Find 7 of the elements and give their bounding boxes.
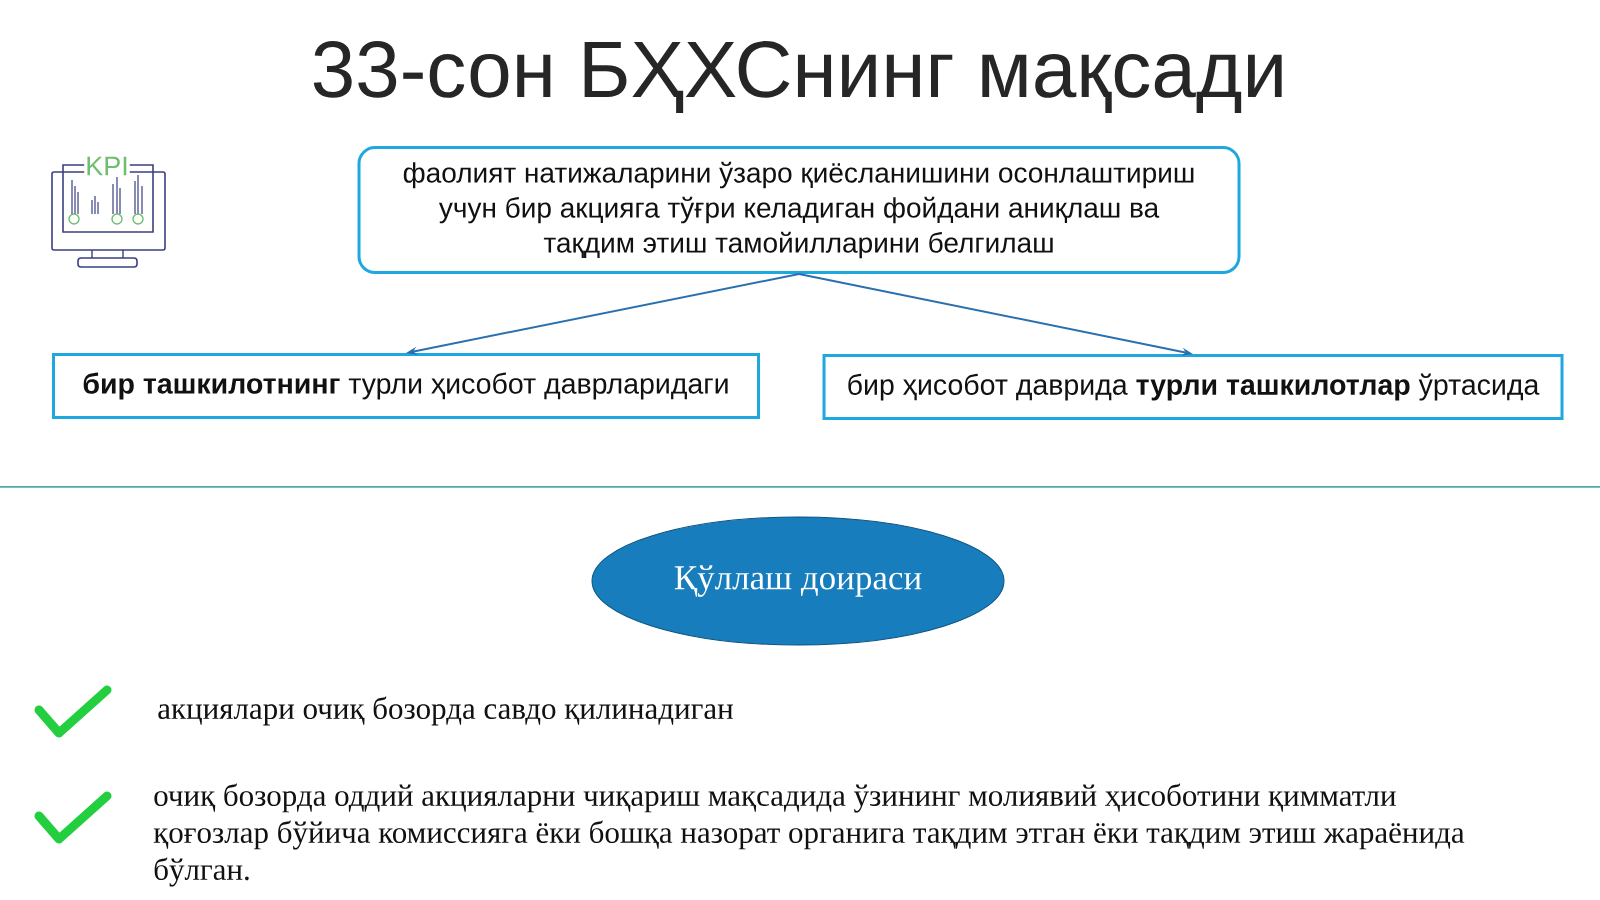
list-item-text: очиқ бозорда оддий акцияларни чиқариш мақсадида ўзининг молиявий ҳисоботини қимматли қоғозлар бўйича комиссияга ёки бошқа назорат органига тақдим этган ёки тақдим этиш жараёнида бўлган. xyxy=(153,783,1465,887)
list-item-text: акциялари очиқ бозорда савдо қилинадиган xyxy=(158,696,733,726)
rounded-box: фаолият натижаларини ўзаро қиёсланишини осонлаштириш учун бир акцияга тўғри келадиган фойдани аниқлаш ва тақдим этиш тамойилларини белгилаш xyxy=(357,146,1241,274)
title: 33-сон БҲХСнинг мақсади xyxy=(313,41,1282,113)
text-box: бир ҳисобот даврида турли ташкилотлар ўртасида xyxy=(822,354,1564,420)
text-box: бир ташкилотнинг турли ҳисобот даврларидаги xyxy=(52,353,760,419)
icon-label: KPI xyxy=(84,155,130,177)
